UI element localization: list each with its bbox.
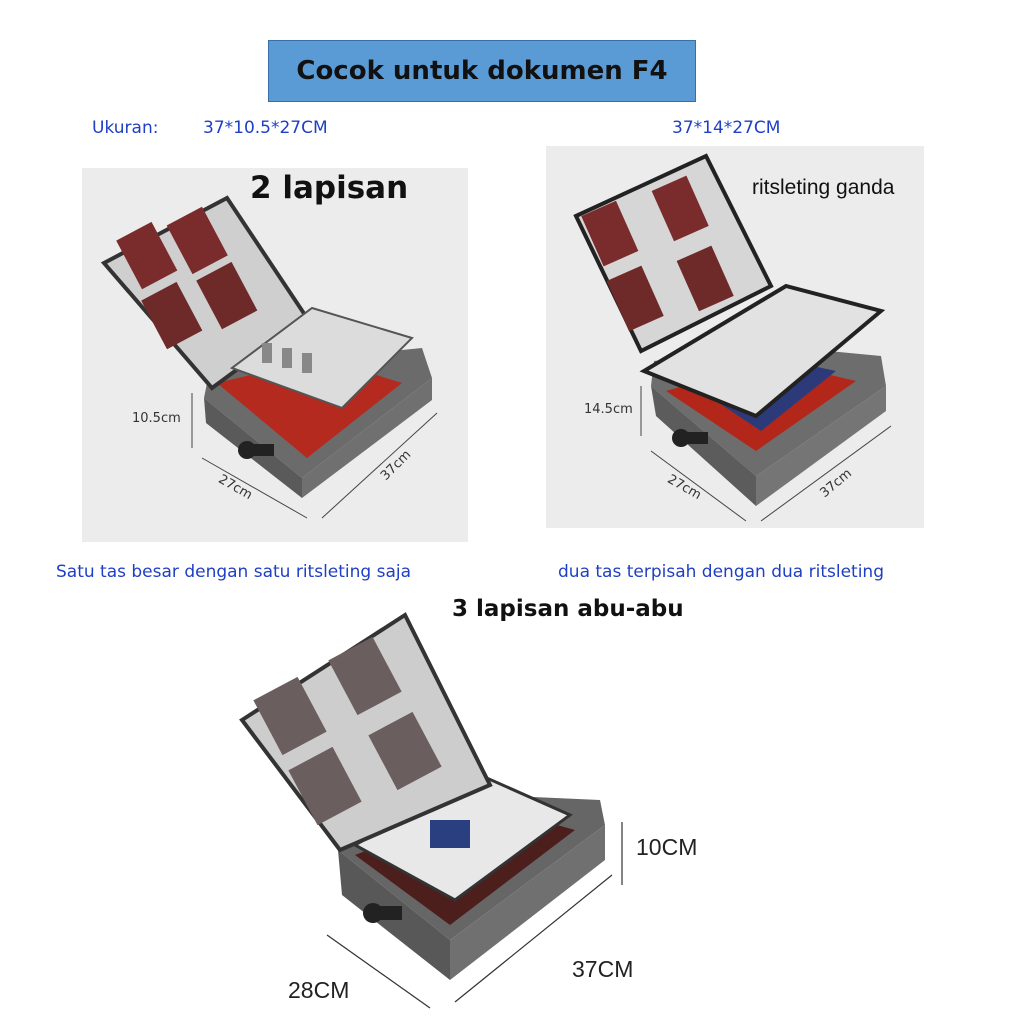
right-size: 37*14*27CM [672,118,781,138]
right-caption: dua tas terpisah dengan dua ritsleting [558,562,884,582]
bottom-width-dim: 28CM [288,977,350,1003]
right-bag-illustration [573,153,892,522]
left-size: 37*10.5*27CM [203,118,328,138]
right-product-photo: 14.5cm 27cm 37cm [546,146,924,528]
bottom-height-dim: 10CM [636,834,698,860]
size-prefix: Ukuran: [92,118,159,138]
left-height-dim: 10.5cm [132,411,181,426]
right-height-dim: 14.5cm [584,402,633,417]
right-feature-label: ritsleting ganda [752,176,895,199]
bottom-length-dim: 37CM [572,956,634,982]
title-banner: Cocok untuk dokumen F4 [268,40,696,102]
bottom-layer-label: 3 lapisan abu-abu [452,596,684,622]
left-bag-illustration [100,195,438,519]
left-layer-label: 2 lapisan [250,170,409,206]
left-caption: Satu tas besar dengan satu ritsleting sa… [56,562,412,582]
title-text: Cocok untuk dokumen F4 [296,56,668,86]
left-product-photo: 10.5cm 27cm 37cm [82,168,468,542]
bottom-bag-illustration [239,612,623,1009]
